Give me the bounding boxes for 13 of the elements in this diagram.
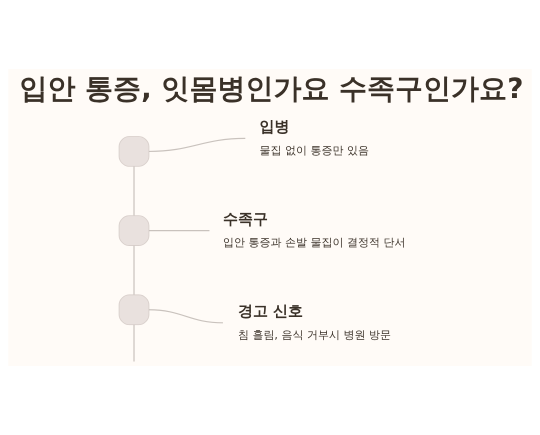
connector (148, 138, 246, 152)
node-text: 수족구 입안 통증과 손발 물집이 결정적 단서 (222, 210, 406, 250)
connector (133, 246, 135, 295)
diagram-title: 입안 통증, 잇몸병인가요 수족구인가요? (19, 72, 524, 105)
connector (133, 166, 135, 216)
connector (133, 324, 135, 362)
node-box (118, 136, 150, 167)
node-box (118, 294, 150, 326)
node-text: 입병 물집 없이 통증만 있음 (259, 118, 369, 157)
node-box (118, 215, 150, 246)
node-text: 경고 신호 침 흘림, 음식 거부시 병원 방문 (238, 302, 392, 342)
connector (148, 309, 223, 324)
connector (148, 230, 210, 232)
